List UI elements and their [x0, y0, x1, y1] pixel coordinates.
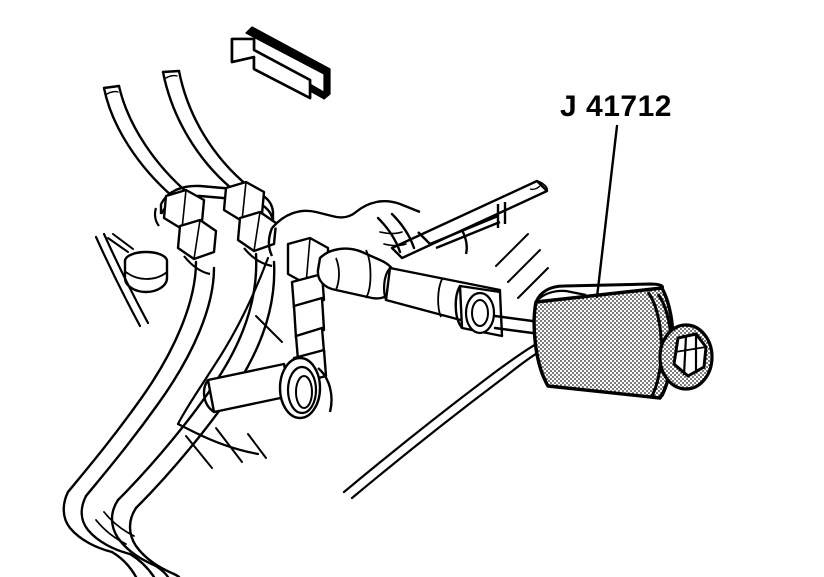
rod-support-bracket — [417, 202, 507, 255]
coupling-collar — [454, 284, 504, 338]
hatch-break-lines-left — [185, 427, 267, 469]
plug-boss — [123, 250, 169, 294]
hex-fitting-left-upper — [162, 188, 206, 231]
hose-bundle-lower-left — [62, 490, 181, 577]
special-tool-j41712 — [532, 282, 714, 400]
left-background-rod — [94, 232, 150, 328]
hose-from-left-fitting — [66, 260, 216, 498]
lower-hose-clamp — [202, 356, 333, 420]
fuel-line-upper-left — [102, 84, 191, 198]
plug-boss-stem — [107, 233, 134, 253]
fuel-line-upper-right — [161, 69, 250, 190]
hex-fitting-left-lower — [176, 218, 218, 276]
callout-leader-line — [595, 124, 619, 299]
engine-casting-edge — [176, 256, 270, 456]
block-arrow-3d — [230, 26, 331, 100]
tool-callout-label: J 41712 — [560, 90, 672, 123]
long-rod — [342, 340, 548, 500]
upper-rod-bracket — [390, 179, 549, 260]
engine-casting-top — [267, 200, 421, 257]
hose-behind-rod — [376, 212, 416, 254]
hatch-break-lines-right — [255, 233, 549, 343]
